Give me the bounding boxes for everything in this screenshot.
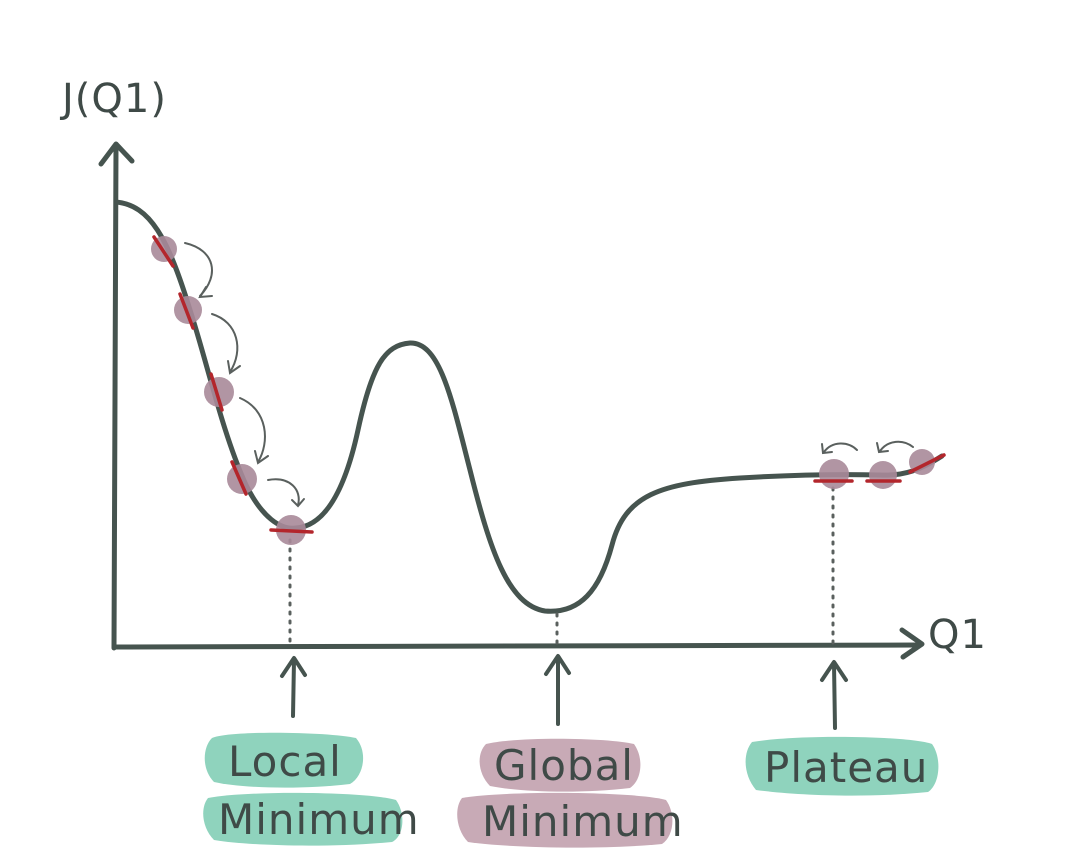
step-ball <box>227 460 257 496</box>
local-highlight-top <box>204 732 364 788</box>
local-label-line1: Local <box>228 737 342 786</box>
global-highlight-bottom <box>457 792 673 848</box>
step-arrows <box>184 242 914 508</box>
step-ball <box>204 372 234 412</box>
label-global-minimum: Global Minimum <box>457 738 684 848</box>
curved-arrow <box>211 313 239 373</box>
plateau-ball <box>908 449 946 475</box>
y-axis-arrowhead <box>98 141 135 167</box>
y-axis-label: J(Q1) <box>59 76 167 122</box>
global-label-line2: Minimum <box>482 797 684 846</box>
local-min-arrow <box>280 656 307 718</box>
plateau-ball <box>813 459 854 489</box>
plateau-ball <box>865 461 902 489</box>
local-label-line2: Minimum <box>218 795 420 844</box>
x-axis-label: Q1 <box>928 612 987 658</box>
step-ball <box>174 292 202 330</box>
local-highlight-bottom <box>203 792 403 846</box>
x-axis-arrowhead <box>899 627 925 660</box>
curved-arrow-head <box>227 360 241 375</box>
curved-arrow <box>239 397 266 463</box>
global-min-arrow <box>544 654 571 726</box>
axes: J(Q1) Q1 <box>59 76 987 660</box>
curved-arrow <box>879 440 914 452</box>
curved-arrow <box>184 242 213 297</box>
descent-steps <box>151 235 946 545</box>
cost-curve <box>113 199 945 614</box>
plateau-arrow <box>820 660 848 730</box>
label-plateau: Plateau <box>745 736 939 796</box>
curved-arrow <box>823 442 858 453</box>
curved-arrow-head <box>876 442 889 454</box>
pointer-arrows <box>280 654 848 730</box>
guide-lines <box>288 486 835 647</box>
y-axis-line <box>111 143 119 651</box>
curved-arrow-head <box>821 443 833 455</box>
curved-arrow <box>267 478 300 506</box>
curved-arrow-head <box>198 286 213 299</box>
x-axis-line <box>111 642 923 650</box>
label-local-minimum: Local Minimum <box>203 732 420 846</box>
plateau-highlight <box>745 736 939 796</box>
curved-arrow-head <box>291 498 305 508</box>
global-label-line1: Global <box>494 741 634 790</box>
global-highlight-top <box>479 738 641 792</box>
step-ball <box>151 235 177 268</box>
step-ball <box>269 515 314 545</box>
curved-arrow-head <box>254 450 269 465</box>
plateau-label: Plateau <box>764 743 928 792</box>
